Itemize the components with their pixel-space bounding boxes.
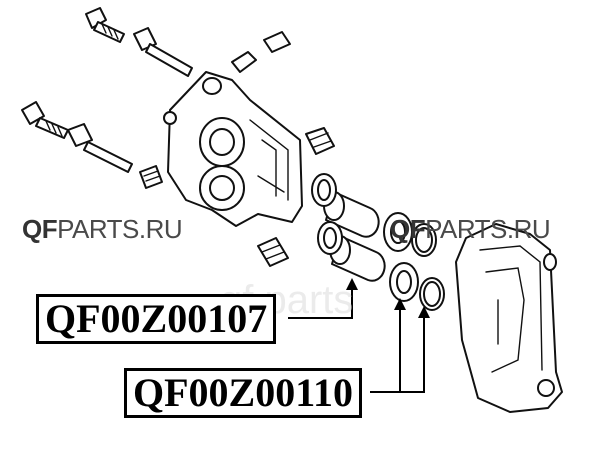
piston-upper <box>323 191 380 238</box>
piston-seal-ring-lower <box>419 277 445 311</box>
watermark-left-suffix: PARTS.RU <box>57 214 183 244</box>
leader-lines <box>288 278 430 393</box>
watermark-right: QFPARTS.RU <box>390 214 551 245</box>
guide-pin-upper <box>133 27 193 77</box>
watermark-right-brand: QF <box>390 214 426 244</box>
dust-boot-small-right <box>305 127 335 155</box>
guide-pin-lower <box>67 123 133 173</box>
arrow-upper-label <box>346 278 358 290</box>
arrow-lower-label-left <box>394 298 406 310</box>
watermark-left: QFPARTS.RU <box>22 214 183 245</box>
watermark-left-brand: QF <box>22 214 58 244</box>
piston-seal-ring-upper <box>411 223 437 257</box>
part-number-label-upper: QF00Z00107 <box>36 294 277 344</box>
watermark-right-suffix: PARTS.RU <box>425 214 551 244</box>
bleeder-screw <box>231 31 291 73</box>
guide-bolt-lower <box>21 101 69 139</box>
arrow-lower-label-right <box>418 306 430 318</box>
piston-seal-upper-left <box>311 173 337 207</box>
dust-boot-lower <box>389 262 419 302</box>
dust-boot-small-bottom <box>257 237 289 267</box>
guide-bolt-upper <box>85 7 125 43</box>
piston-seal-lower-left <box>317 221 343 255</box>
caliper-bracket <box>455 223 563 413</box>
caliper-housing <box>163 71 303 227</box>
dust-boot-small-left <box>139 165 163 189</box>
dust-boot-upper <box>383 212 413 252</box>
part-number-label-lower: QF00Z00110 <box>124 368 363 418</box>
